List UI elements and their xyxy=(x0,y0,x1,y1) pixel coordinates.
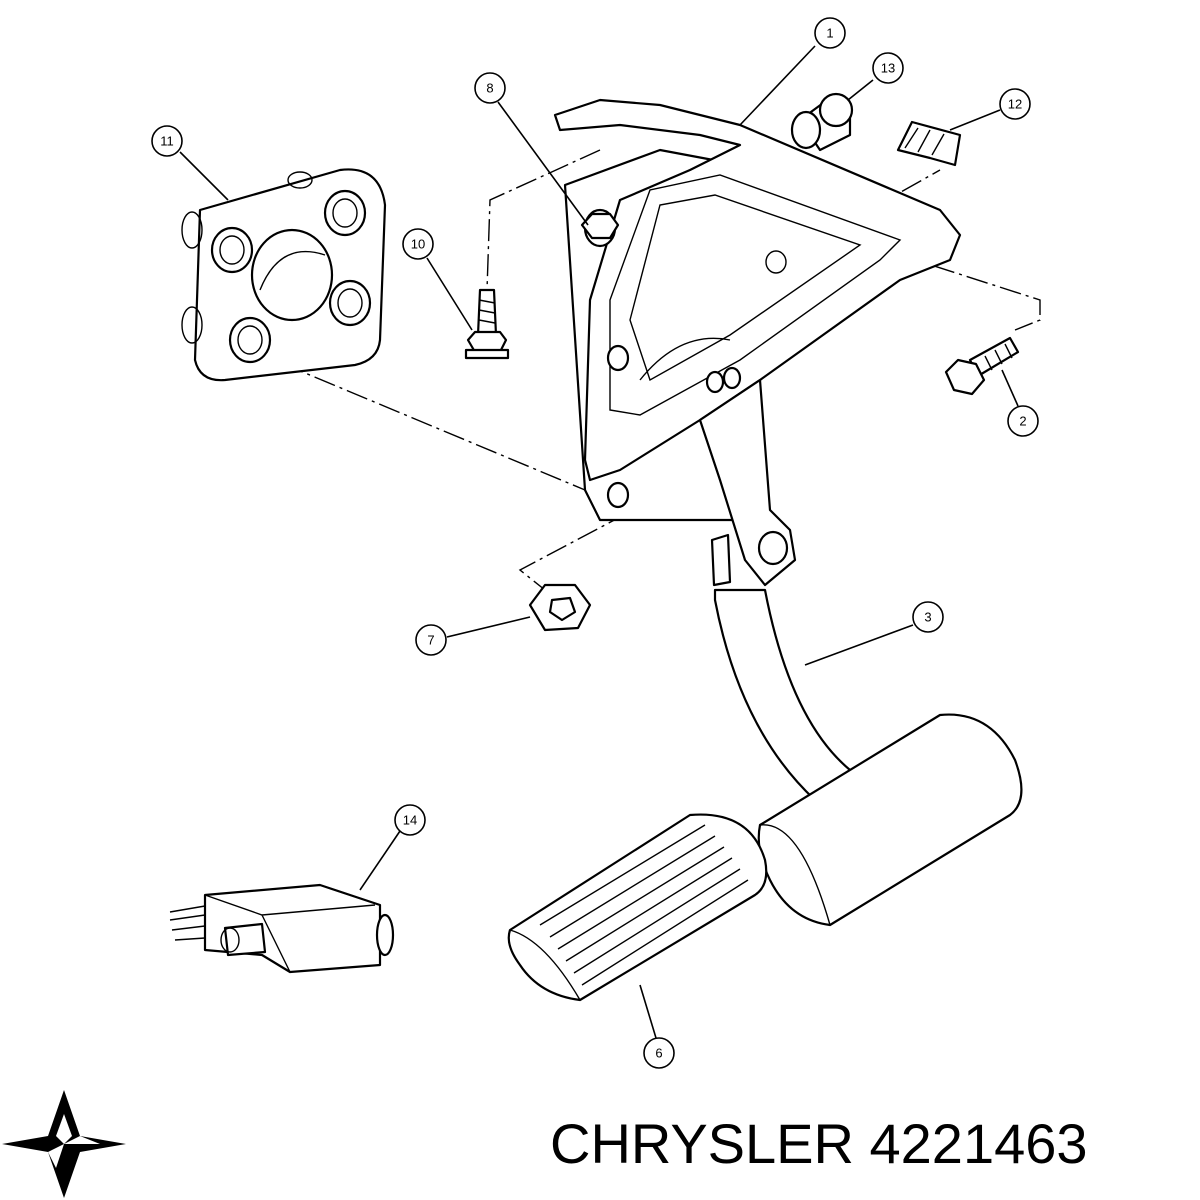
callout-12: 12 xyxy=(999,88,1031,120)
svg-text:13: 13 xyxy=(881,61,895,76)
bolt-part-10 xyxy=(464,288,510,360)
svg-text:2: 2 xyxy=(1019,414,1026,429)
nut-part-7 xyxy=(528,583,592,632)
callout-8: 8 xyxy=(474,72,506,104)
callout-11: 11 xyxy=(151,125,183,157)
nut-part-8 xyxy=(580,212,620,240)
callout-7: 7 xyxy=(415,624,447,656)
svg-text:1: 1 xyxy=(826,26,833,41)
screw-part-2 xyxy=(944,336,1020,396)
mounting-plate-part xyxy=(181,168,387,382)
leader-lines xyxy=(179,45,1019,1039)
svg-text:14: 14 xyxy=(403,813,417,828)
callout-13: 13 xyxy=(872,52,904,84)
svg-text:3: 3 xyxy=(924,610,931,625)
pedal-bracket xyxy=(553,98,962,522)
switch-part-14 xyxy=(169,883,395,974)
brand-name: CHRYSLER xyxy=(550,1112,854,1175)
callout-2: 2 xyxy=(1007,405,1039,437)
callout-14: 14 xyxy=(394,804,426,836)
svg-text:12: 12 xyxy=(1008,97,1022,112)
pedal-pad-part-6 xyxy=(507,813,768,1002)
pentastar-icon xyxy=(2,1090,126,1198)
svg-text:10: 10 xyxy=(411,237,425,252)
svg-text:7: 7 xyxy=(427,633,434,648)
callout-3: 3 xyxy=(912,601,944,633)
clip-part xyxy=(896,120,962,167)
bushing-part xyxy=(790,92,854,152)
svg-text:6: 6 xyxy=(655,1046,662,1061)
svg-text:11: 11 xyxy=(160,134,174,149)
part-title: CHRYSLER 4221463 xyxy=(550,1104,1088,1184)
callout-6: 6 xyxy=(643,1037,675,1069)
callout-10: 10 xyxy=(402,228,434,260)
pedal-arm-part xyxy=(698,378,852,802)
callout-1: 1 xyxy=(814,17,846,49)
svg-text:8: 8 xyxy=(486,81,493,96)
pedal-assembly-diagram: 1 2 3 6 7 8 10 11 12 13 14 xyxy=(151,17,1041,1069)
part-number: 4221463 xyxy=(869,1112,1088,1175)
